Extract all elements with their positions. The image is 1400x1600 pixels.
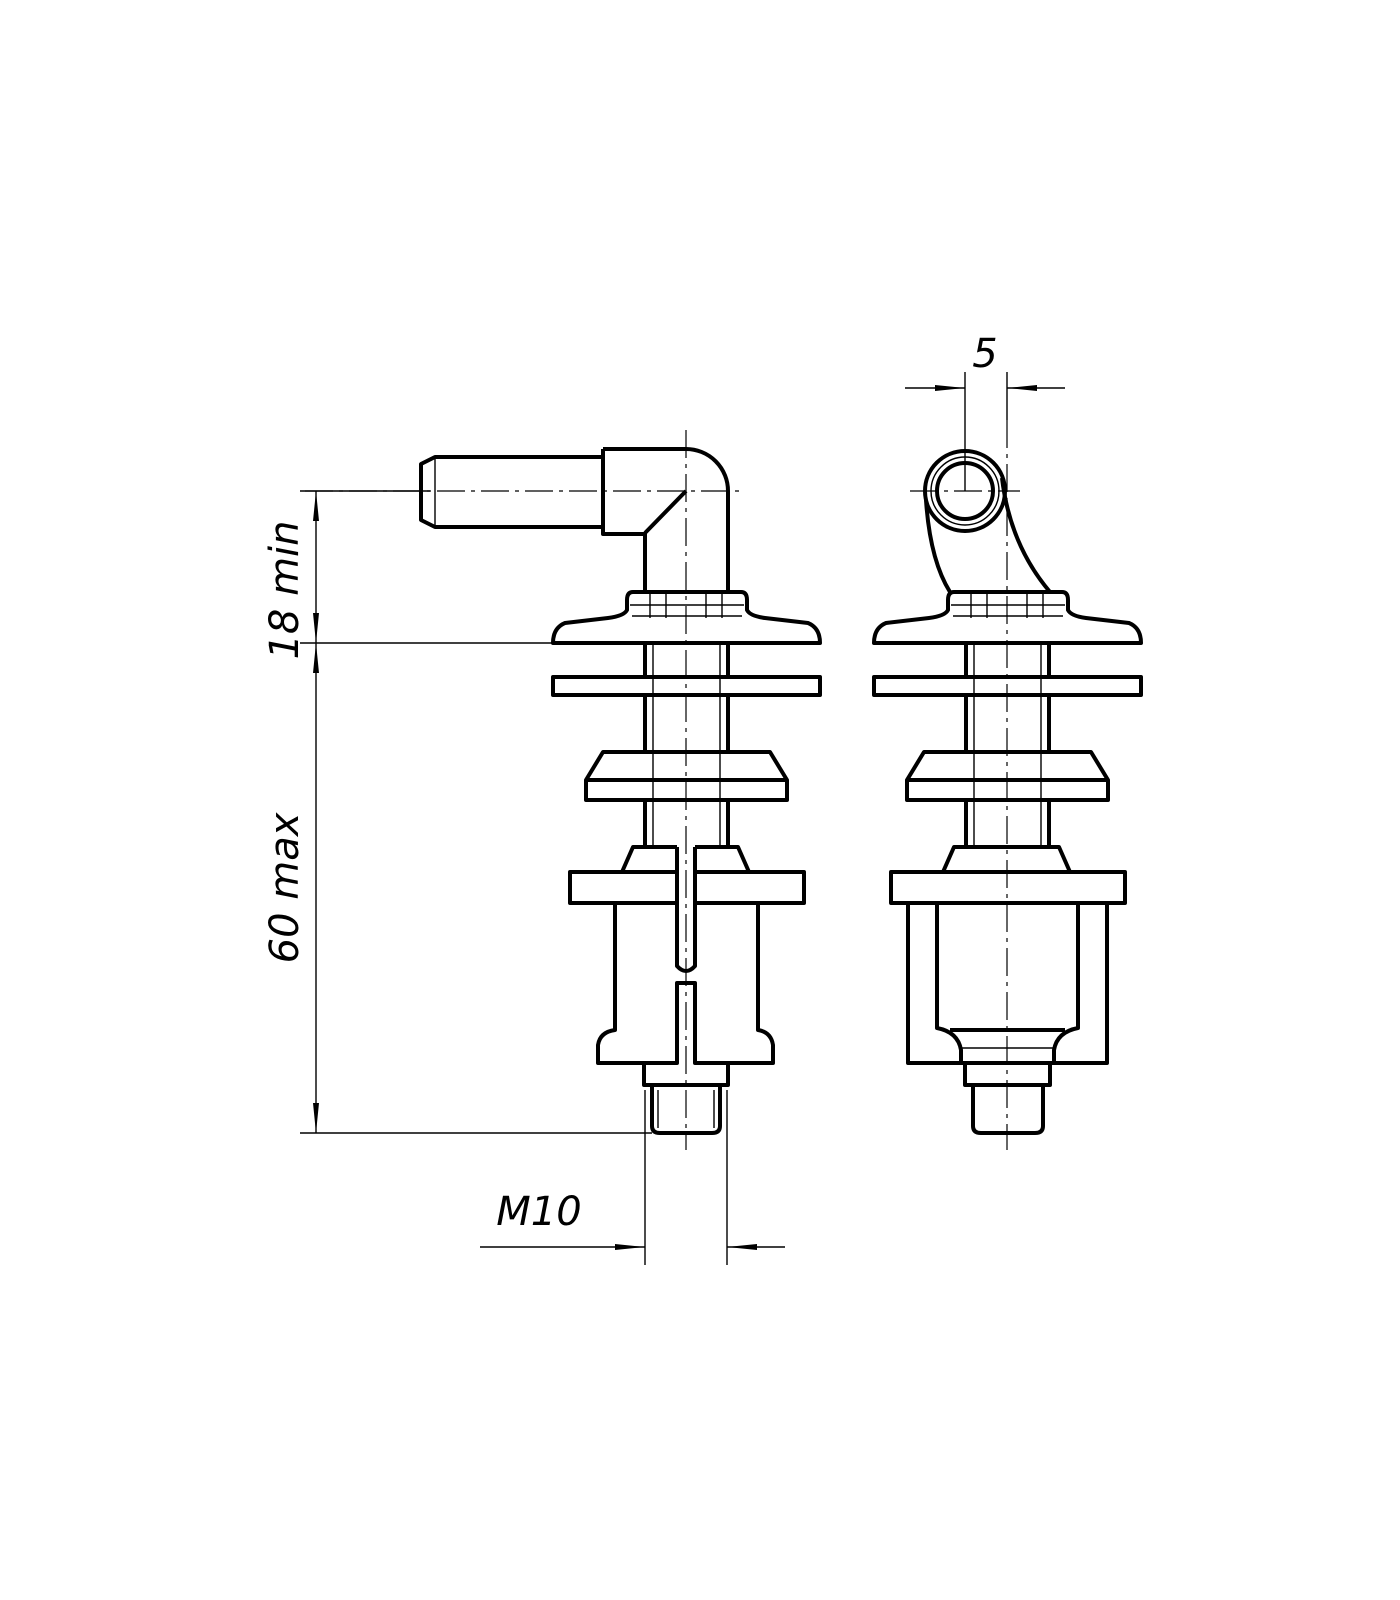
cone-washer (584, 750, 789, 802)
dim-60-max: 60 max (262, 812, 308, 963)
dim-5: 5 (972, 331, 997, 377)
collar-flange (551, 590, 822, 645)
pin (419, 455, 603, 529)
bolt (642, 1063, 730, 1135)
front-view (305, 430, 822, 1150)
dim-18-min: 18 min (262, 520, 308, 659)
dimensions: 18 min 60 max M10 5 (262, 331, 1065, 1265)
elbow (601, 447, 730, 590)
split-nut (568, 845, 806, 1065)
side-view (872, 372, 1143, 1150)
dim-m10: M10 (496, 1189, 581, 1235)
